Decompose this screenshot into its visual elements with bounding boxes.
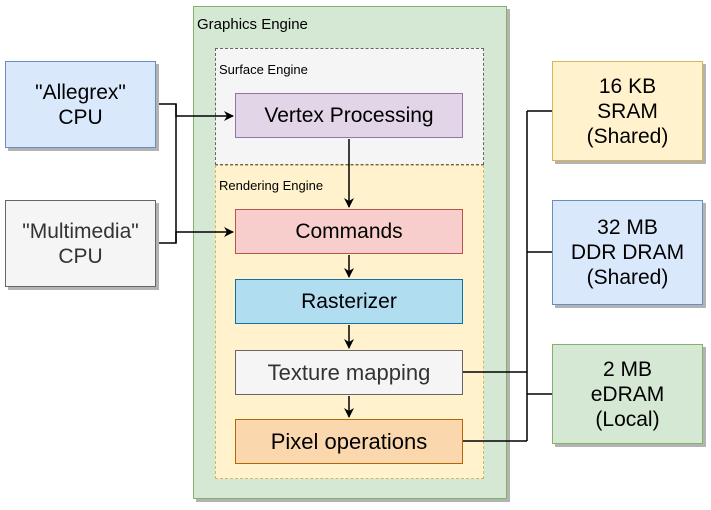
texture-mapping-node: Texture mapping [235,350,463,395]
sram-memory-node: 16 KB SRAM (Shared) [552,61,703,161]
edram-memory-node: 2 MB eDRAM (Local) [552,344,703,444]
surface-engine-label: Surface Engine [219,62,308,77]
commands-node: Commands [235,209,463,254]
vertex-processing-node: Vertex Processing [235,93,463,138]
multimedia-cpu-node: "Multimedia" CPU [5,200,156,287]
rasterizer-node: Rasterizer [235,279,463,324]
graphics-engine-label: Graphics Engine [197,16,308,33]
rendering-engine-label: Rendering Engine [219,178,324,193]
pixel-operations-node: Pixel operations [235,419,463,464]
allegrex-cpu-node: "Allegrex" CPU [5,61,156,148]
ddr-dram-memory-node: 32 MB DDR DRAM (Shared) [552,200,703,305]
